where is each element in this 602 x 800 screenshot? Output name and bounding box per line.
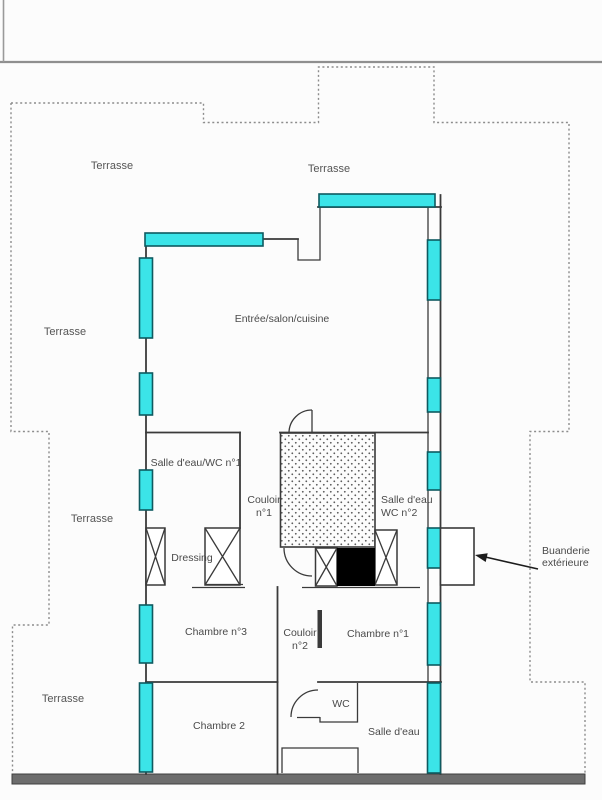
- window-left-4: [138, 604, 154, 664]
- window-left-1: [138, 257, 154, 339]
- black-fixture: [337, 548, 375, 586]
- label-chambre2: Chambre 2: [193, 720, 245, 732]
- duct-box: [297, 207, 321, 261]
- door-leaf-chambre1: [317, 610, 322, 648]
- window-top-right: [318, 193, 436, 208]
- label-couloir1-line1: Couloir: [247, 494, 281, 506]
- window-right-2: [426, 377, 442, 413]
- label-chambre3: Chambre n°3: [185, 626, 247, 638]
- label-terrasse-bottom-left: Terrasse: [42, 693, 84, 705]
- wall-wc: [319, 683, 359, 723]
- label-couloir2-line2: n°2: [292, 640, 308, 652]
- label-entree-salon-cuisine: Entrée/salon/cuisine: [235, 313, 330, 325]
- label-couloir1-line2: n°1: [256, 507, 272, 519]
- door-swing-arc-bottom: [283, 547, 313, 577]
- window-right-4: [426, 527, 442, 569]
- label-terrasse-lower-left: Terrasse: [71, 513, 113, 525]
- window-top-left: [144, 232, 264, 247]
- window-right-6: [426, 682, 442, 774]
- door-swing-arc-top: [288, 409, 313, 434]
- label-buanderie-line2: extérieure: [542, 557, 589, 569]
- label-terrasse-top-center: Terrasse: [308, 163, 350, 175]
- closet-symbol-3: [314, 547, 338, 587]
- label-wc: WC: [332, 698, 350, 710]
- door-swing-arc-wc: [290, 689, 319, 718]
- window-markers: [138, 193, 442, 774]
- buanderie-arrow: [475, 553, 539, 570]
- label-terrasse-top-left: Terrasse: [91, 160, 133, 172]
- label-couloir2-line1: Couloir: [283, 627, 317, 639]
- entry-step-box: [281, 747, 359, 773]
- label-salle-eau-wc2-line2: WC n°2: [381, 507, 417, 519]
- label-salle-eau-wc1: Salle d'eau/WC n°1: [151, 457, 242, 469]
- label-dressing: Dressing: [171, 552, 213, 564]
- label-terrasse-mid-left: Terrasse: [44, 326, 86, 338]
- window-left-3: [138, 469, 154, 511]
- window-right-3: [426, 451, 442, 491]
- terrace-outline-left: [10, 103, 50, 774]
- label-chambre1: Chambre n°1: [347, 628, 409, 640]
- terrace-outline-right: [11, 66, 586, 774]
- window-right-5: [426, 602, 442, 666]
- closet-symbol-1: [145, 527, 166, 586]
- label-salle-eau-wc2-line1: Salle d'eau: [381, 494, 433, 506]
- closet-symbol-4: [374, 529, 398, 586]
- window-right-1: [426, 239, 442, 301]
- closet-base-lines: [192, 583, 420, 589]
- label-salle-eau-bottom: Salle d'eau: [368, 726, 420, 738]
- bottom-slab-wall: [11, 773, 586, 785]
- buanderie-box: [439, 527, 475, 586]
- window-left-2: [138, 372, 154, 416]
- window-left-5: [138, 682, 154, 773]
- tiled-shower-area: [279, 432, 376, 548]
- label-buanderie-line1: Buanderie: [542, 545, 590, 557]
